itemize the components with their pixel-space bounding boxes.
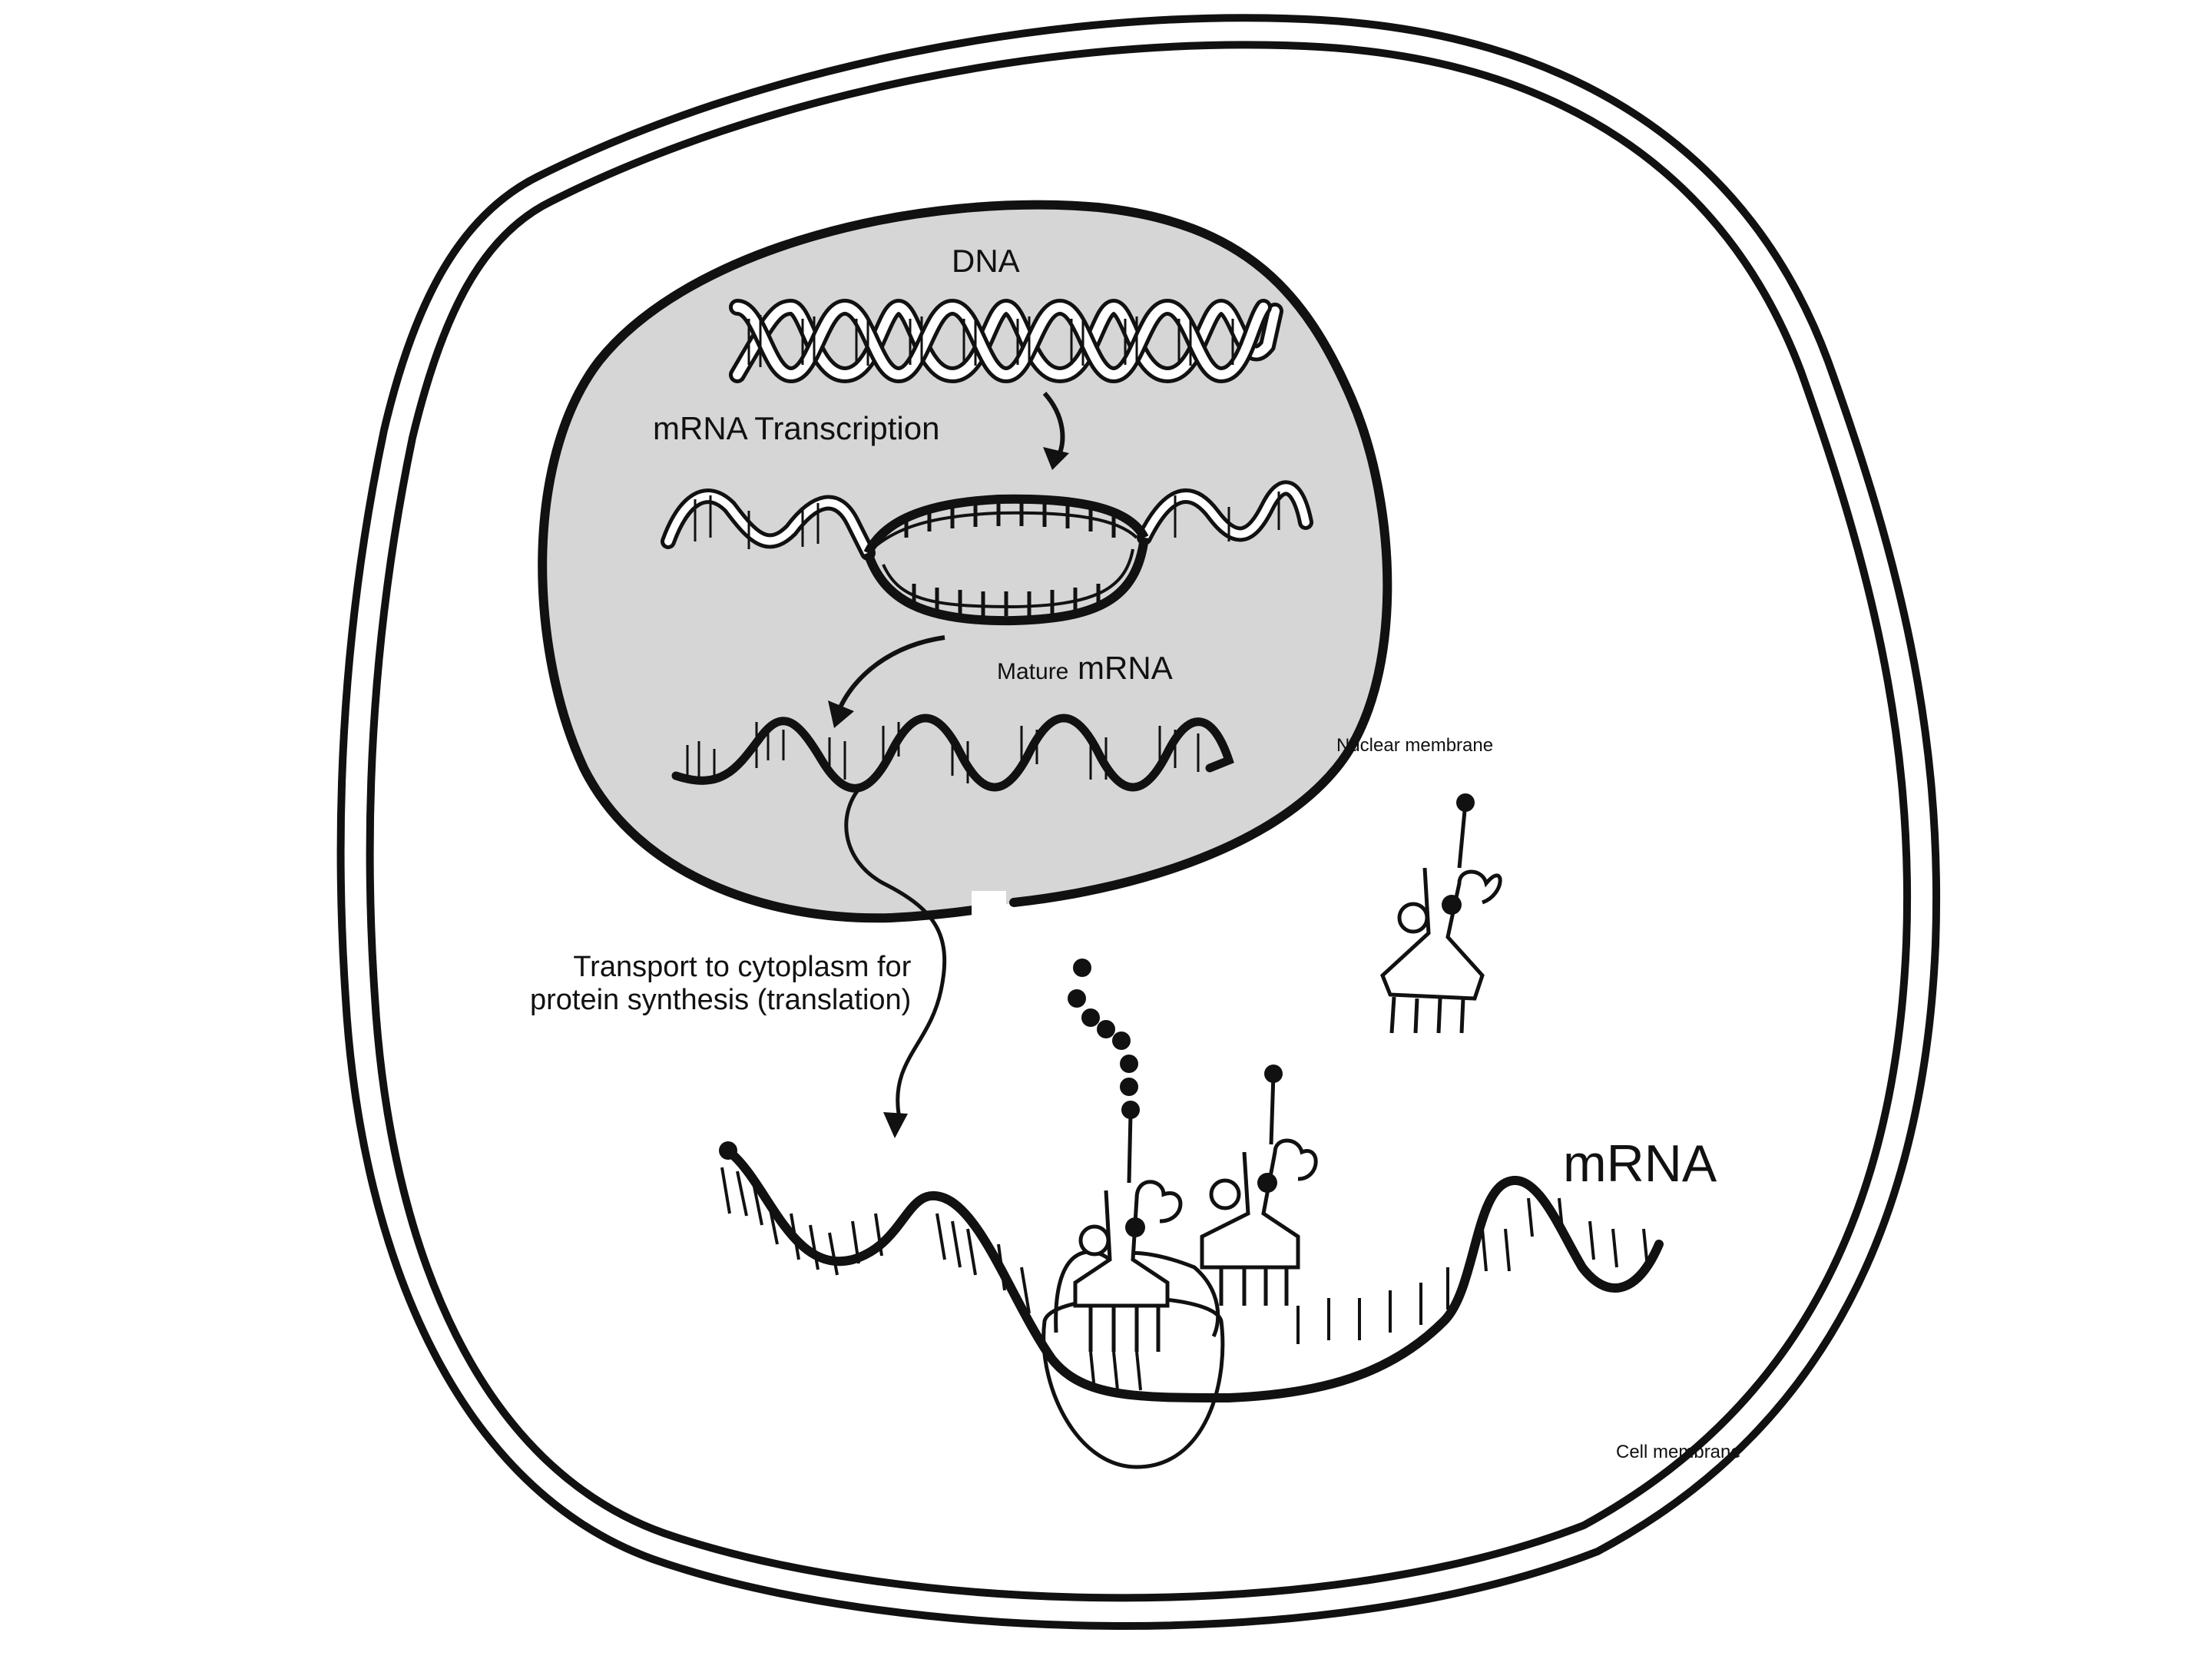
- free-trna: [1380, 793, 1502, 1034]
- cytoplasm-mrna: [719, 1141, 1664, 1403]
- label-mature-prefix: Mature: [997, 659, 1069, 684]
- arrow-transport: [844, 786, 947, 1138]
- polypeptide-chain: [1068, 959, 1140, 1119]
- label-mature-mrna: Mature mRNA: [997, 650, 1173, 686]
- transcription-helix: [661, 480, 1313, 626]
- mature-mrna: [671, 714, 1234, 793]
- label-mrna: mRNA: [1563, 1134, 1717, 1193]
- cell-membrane: [336, 14, 1941, 1630]
- label-mature-suffix: mRNA: [1078, 650, 1173, 686]
- label-cell-membrane: Cell membrane: [1616, 1442, 1741, 1462]
- arrow-dna-to-transcription: [1042, 392, 1069, 470]
- dna-helix: [729, 298, 1283, 384]
- nuclear-pore: [972, 891, 1006, 922]
- label-dna: DNA: [952, 243, 1020, 279]
- arrow-to-mature-mrna: [828, 635, 945, 728]
- ribosome: [1041, 1250, 1225, 1469]
- label-transport-line2: protein synthesis (translation): [530, 983, 912, 1016]
- label-transport-line1: Transport to cytoplasm for: [573, 951, 912, 983]
- label-nuclear-membrane: Nuclear membrane: [1336, 735, 1494, 756]
- trna-bound-2: [1200, 1065, 1318, 1306]
- label-mrna-transcription: mRNA Transcription: [653, 410, 940, 446]
- label-transport: Transport to cytoplasm for protein synth…: [530, 951, 911, 1016]
- trna-bound-1: [1073, 1113, 1183, 1352]
